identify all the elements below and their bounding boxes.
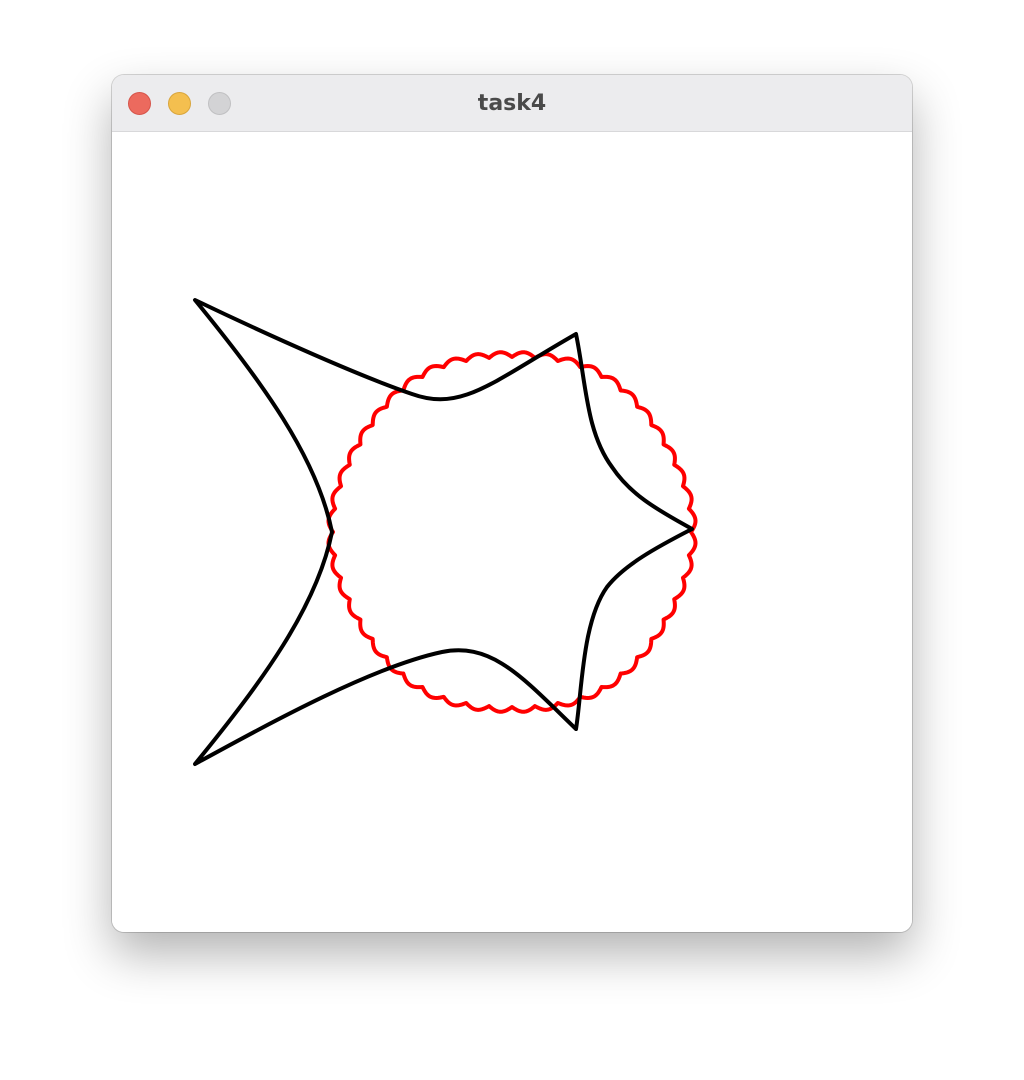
close-button[interactable]	[128, 92, 151, 115]
black-star-curve	[193, 298, 694, 766]
window-title: task4	[477, 91, 547, 116]
drawing-area	[112, 132, 912, 932]
drawing-canvas	[193, 298, 698, 766]
title-bar[interactable]: task4	[112, 75, 912, 132]
minimize-button[interactable]	[168, 92, 191, 115]
app-window: task4	[112, 75, 912, 932]
red-fractal-curve	[326, 350, 698, 714]
zoom-button[interactable]	[208, 92, 231, 115]
